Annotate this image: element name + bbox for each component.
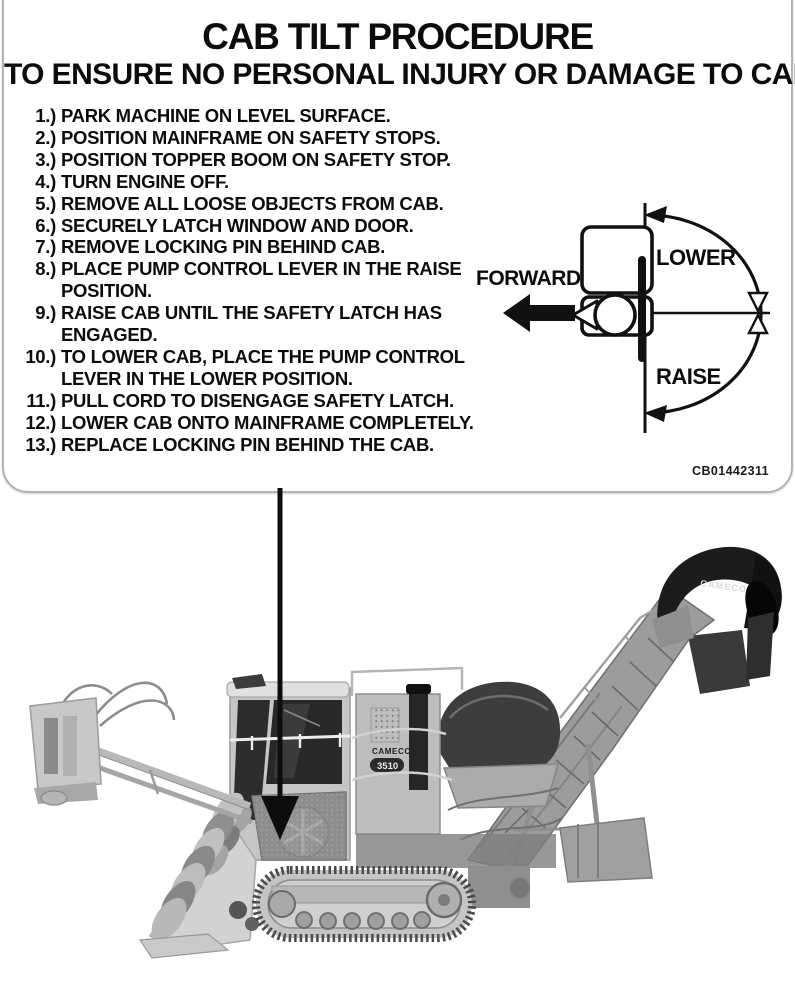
tracks (252, 866, 530, 942)
front-idler (268, 890, 296, 918)
pointer-arrow (261, 488, 299, 840)
crop-divider (138, 792, 259, 959)
extractor-bowl (437, 681, 563, 841)
decal-title: CAB TILT PROCEDURE (202, 16, 594, 57)
cab (226, 674, 351, 861)
exhaust-stack (409, 692, 428, 790)
step-5: 5.)REMOVE ALL LOOSE OBJECTS FROM CAB. (35, 192, 444, 214)
harvester-photo: CAMECO CAMECO 3510 (0, 488, 795, 993)
elevator-head (652, 606, 694, 648)
divider-shoe (138, 933, 230, 959)
step-12: 12.)LOWER CAB ONTO MAINFRAME COMPLETELY. (25, 411, 474, 433)
forward-arrow (503, 294, 575, 332)
hydraulic-hose (99, 699, 176, 727)
step-10: 10.)TO LOWER CAB, PLACE THE PUMP CONTROL… (25, 345, 465, 389)
step-6: 6.)SECURELY LATCH WINDOW AND DOOR. (35, 214, 414, 236)
road-wheels (295, 911, 431, 930)
step-13: 13.)REPLACE LOCKING PIN BEHIND THE CAB. (25, 433, 434, 455)
step-3: 3.)POSITION TOPPER BOOM ON SAFETY STOP. (35, 148, 451, 170)
pointer-arrowhead (261, 796, 299, 840)
cab-tilt-decal: CAB TILT PROCEDURE TO ENSURE NO PERSONAL… (2, 0, 795, 493)
step-1: 1.)PARK MACHINE ON LEVEL SURFACE. (35, 105, 391, 126)
wiper (283, 709, 321, 727)
cab-tilt-diagram: FORWARD LOWER RAISE (470, 190, 795, 440)
topper-head (29, 697, 102, 806)
topper-boom (29, 681, 253, 825)
step-8: 8.)PLACE PUMP CONTROL LEVER IN THE RAISE… (35, 258, 462, 302)
arc-top-arrowhead (644, 206, 667, 223)
step-7: 7.)REMOVE LOCKING PIN BEHIND CAB. (35, 236, 386, 258)
elevator-hood: CAMECO (652, 546, 782, 694)
hood-flap-right (746, 612, 774, 680)
raise-label: RAISE (656, 364, 721, 389)
harvester-drawing: CAMECO CAMECO 3510 (29, 488, 782, 959)
cab-mirror (232, 674, 266, 689)
model-text: 3510 (377, 761, 398, 772)
cab-handrail (229, 734, 351, 742)
forward-label: FORWARD (476, 267, 581, 290)
step-2: 2.)POSITION MAINFRAME ON SAFETY STOPS. (35, 126, 441, 148)
procedure-steps: 1.)PARK MACHINE ON LEVEL SURFACE. 2.)POS… (12, 105, 482, 456)
tilt-arc (647, 213, 763, 415)
arc-bottom-arrowhead (644, 405, 667, 422)
hydraulic-hose (93, 681, 169, 717)
mid-up-arrowhead (747, 312, 769, 335)
engine-brand-text: CAMECO (372, 747, 411, 756)
part-number: CB01442311 (692, 464, 769, 478)
lever-knob (593, 293, 637, 337)
decal-subtitle: TO ENSURE NO PERSONAL INJURY OR DAMAGE T… (4, 58, 795, 91)
lever-diagram-drawing (503, 203, 770, 433)
cab-windshield (233, 700, 270, 820)
engine-module: CAMECO 3510 (350, 666, 556, 868)
model-badge (370, 758, 404, 772)
engine-vent-grid (370, 707, 400, 743)
valve-body-upper (580, 225, 654, 295)
hood-flap-left (688, 630, 750, 694)
step-11: 11.)PULL CORD TO DISENGAGE SAFETY LATCH. (26, 389, 454, 411)
mid-down-arrowhead (747, 291, 769, 314)
lower-label: LOWER (656, 245, 736, 270)
step-4: 4.)TURN ENGINE OFF. (35, 170, 229, 192)
